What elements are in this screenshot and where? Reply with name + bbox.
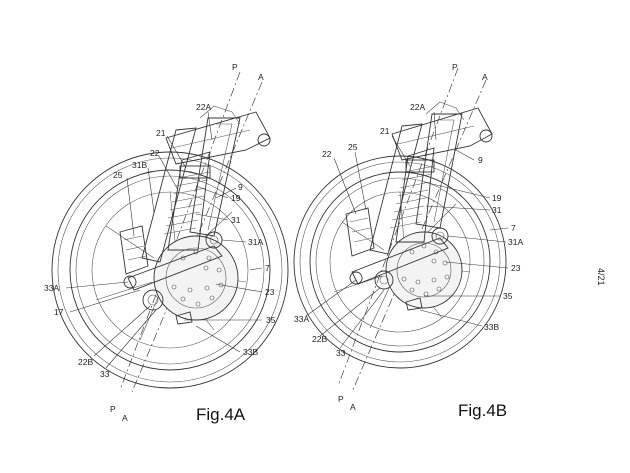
fig-4a-label: 17 bbox=[54, 307, 64, 317]
fig-4b-axis-a bbox=[351, 79, 487, 393]
fig-4a-brake-disc bbox=[153, 235, 239, 321]
fig-4a-label: 31B bbox=[132, 160, 147, 170]
fig-4a-axis-a bbox=[131, 81, 263, 393]
figure-4b: 22A 21 22 25 9 19 31 7 31A 23 35 33A 22B… bbox=[293, 62, 523, 420]
fig-4a-label: 33A bbox=[44, 283, 59, 293]
fig-4a-label: 7 bbox=[265, 263, 270, 273]
fig-4b-label: 21 bbox=[380, 126, 390, 136]
fig-4b-axis-top-a: A bbox=[482, 72, 488, 82]
fig-4b-label: 19 bbox=[492, 193, 502, 203]
fig-4b-label: 33B bbox=[484, 322, 499, 332]
fig-4a-label: 31 bbox=[231, 215, 241, 225]
sheet-number: 4/21 bbox=[596, 268, 606, 286]
fig-4a-label: 22B bbox=[78, 357, 93, 367]
fig-4b-label: 9 bbox=[478, 155, 483, 165]
fig-4b-label: 33 bbox=[336, 348, 346, 358]
fig-4b-label: 31A bbox=[508, 237, 523, 247]
fig-4b-label: 31 bbox=[492, 205, 502, 215]
fig-4b-label: 25 bbox=[348, 142, 358, 152]
fig-4b-label: 22B bbox=[312, 334, 327, 344]
fig-4b-leader-lines bbox=[305, 111, 509, 349]
fig-4b-label: 22A bbox=[410, 102, 425, 112]
fig-4b-caption: Fig.4B bbox=[458, 401, 507, 420]
fig-4a-wheel bbox=[51, 151, 289, 389]
fig-4a-label: 9 bbox=[238, 182, 243, 192]
fig-4a-label: 23 bbox=[265, 287, 275, 297]
fig-4a-fork-assembly bbox=[119, 105, 271, 325]
watermark-overlay bbox=[526, 431, 616, 467]
fig-4a-label: 21 bbox=[156, 128, 166, 138]
fig-4a-label: 33 bbox=[100, 369, 110, 379]
fig-4a-axis-top-p: P bbox=[232, 62, 238, 72]
fig-4b-brake-disc bbox=[385, 231, 463, 309]
fig-4b-axis-bottom-a: A bbox=[350, 402, 356, 412]
fig-4a-label: 22 bbox=[150, 148, 160, 158]
fig-4a-label: 19 bbox=[231, 193, 241, 203]
fig-4a-axis-p bbox=[119, 71, 241, 391]
fig-4b-axis-p bbox=[337, 67, 459, 387]
fig-4a-label: 33B bbox=[243, 347, 258, 357]
fig-4a-axis-top-a: A bbox=[258, 72, 264, 82]
fig-4b-axis-top-p: P bbox=[452, 62, 458, 72]
fig-4b-label: 7 bbox=[511, 223, 516, 233]
fig-4a-leader-lines bbox=[65, 111, 263, 369]
fig-4b-label: 35 bbox=[503, 291, 513, 301]
fig-4a-caption: Fig.4A bbox=[196, 405, 246, 424]
fig-4a-label: 25 bbox=[113, 170, 123, 180]
fig-4a-label: 35 bbox=[266, 315, 276, 325]
fig-4a-axis-bottom-a: A bbox=[122, 413, 128, 423]
fig-4b-label: 22 bbox=[322, 149, 332, 159]
fig-4a-label: 31A bbox=[248, 237, 263, 247]
fig-4b-label: 33A bbox=[294, 314, 309, 324]
fig-4a-reference-labels: 22A 21 22 31B 25 9 19 31 31A 7 33A 17 23… bbox=[44, 102, 276, 379]
fig-4a-axis-bottom-p: P bbox=[110, 404, 116, 414]
fig-4a-label: 22A bbox=[196, 102, 211, 112]
fig-4b-reference-labels: 22A 21 22 25 9 19 31 7 31A 23 35 33A 22B… bbox=[294, 102, 523, 358]
fig-4b-label: 23 bbox=[511, 263, 521, 273]
figure-4a: 22A 21 22 31B 25 9 19 31 31A 7 33A 17 23… bbox=[44, 62, 289, 424]
fig-4b-axis-bottom-p: P bbox=[338, 394, 344, 404]
fig-4b-fork-assembly bbox=[345, 101, 493, 311]
